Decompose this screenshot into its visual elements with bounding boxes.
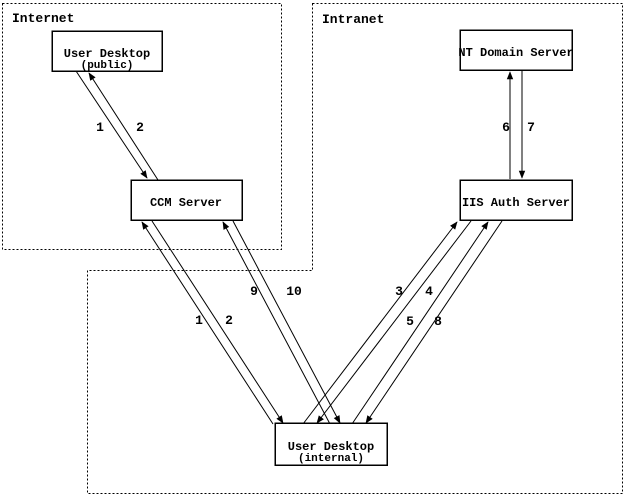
arrow-2-ccm-to-public-desktop: [88, 72, 159, 181]
arrow-4-iis-to-internal-desktop: [316, 220, 472, 424]
arrow-label-4: 4: [425, 284, 433, 299]
node-user-desktop-internal: User Desktop (internal): [274, 422, 388, 466]
arrow-label-10: 10: [286, 284, 302, 299]
node-iis-auth-server: IIS Auth Server: [459, 179, 573, 221]
user-desktop-public-subtitle: (public): [81, 60, 134, 72]
arrow-label-public-2: 2: [136, 120, 144, 135]
nt-domain-server-box: [459, 29, 573, 71]
arrow-2-ccm-to-internal-desktop: [151, 220, 284, 424]
arrow-3-internal-desktop-to-iis: [302, 221, 458, 425]
user-desktop-public-title: User Desktop: [64, 47, 150, 61]
arrow-label-6: 6: [502, 120, 510, 135]
user-desktop-public-box: [51, 30, 163, 72]
arrow-1-internal-desktop-to-ccm: [141, 221, 274, 425]
ccm-server-box: [130, 179, 243, 221]
arrow-label-3: 3: [395, 284, 403, 299]
arrow-label-internal-2: 2: [225, 313, 233, 328]
user-desktop-internal-title: User Desktop: [288, 440, 374, 454]
node-ccm-server: CCM Server: [130, 179, 243, 221]
internet-zone-border: [2, 3, 282, 250]
intranet-zone-border: [87, 3, 623, 494]
internet-zone-label: Internet: [12, 11, 74, 26]
arrow-9-internal-desktop-to-ccm: [222, 221, 331, 425]
arrow-label-9: 9: [250, 284, 258, 299]
arrow-10-ccm-to-internal-desktop: [232, 220, 341, 424]
node-nt-domain-server: NT Domain Server: [458, 29, 574, 71]
arrow-label-7: 7: [527, 120, 535, 135]
arrow-label-8: 8: [434, 314, 442, 329]
iis-auth-server-box: [459, 179, 573, 221]
nt-domain-server-title: NT Domain Server: [458, 46, 573, 60]
arrow-label-public-1: 1: [96, 120, 104, 135]
node-user-desktop-public: User Desktop (public): [51, 30, 163, 72]
arrow-1-public-desktop-to-ccm: [75, 70, 148, 179]
user-desktop-internal-subtitle: (internal): [298, 453, 364, 465]
arrow-8-iis-to-internal-desktop: [365, 220, 503, 424]
arrow-label-internal-1: 1: [195, 313, 203, 328]
iis-auth-server-title: IIS Auth Server: [462, 196, 570, 210]
arrow-5-internal-desktop-to-iis: [351, 221, 489, 425]
arrow-label-5: 5: [406, 314, 414, 329]
user-desktop-internal-box: [274, 422, 388, 466]
intranet-zone-label: Intranet: [322, 12, 384, 27]
ccm-server-title: CCM Server: [150, 196, 222, 210]
